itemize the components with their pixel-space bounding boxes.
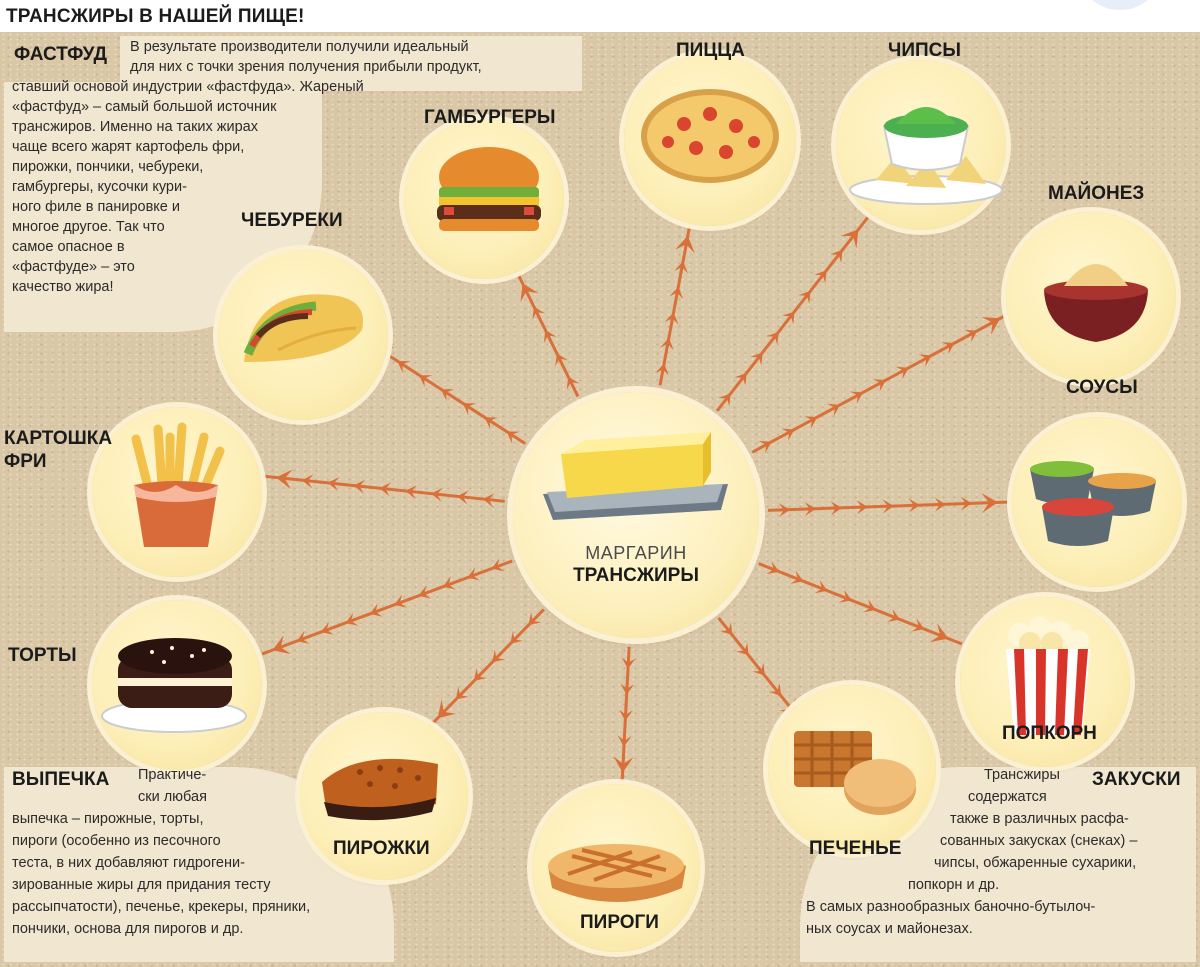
fastfood-line: качество жира! [12,279,114,295]
fastfood-heading: ФАСТФУД [14,44,108,65]
center-label-margarine: МАРГАРИН [585,543,687,563]
fastfood-line: «фастфуд» – самый большой источник [12,99,277,115]
cookies-icon [794,731,916,815]
node-chebureki [218,250,388,420]
label-fries-line2: ФРИ [4,451,47,472]
label-chebureki: ЧЕБУРЕКИ [241,210,343,231]
pastry-icon [322,758,438,821]
arrow-rays [261,211,1013,785]
baking-line: ски любая [138,789,207,805]
baking-line: Практиче- [138,767,207,783]
node-hamburgers [404,119,564,279]
fastfood-panel [120,36,582,91]
label-mayonnaise: МАЙОНЕЗ [1048,183,1145,204]
baking-heading: ВЫПЕЧКА [12,769,110,790]
snacks-line: содержатся [968,789,1047,805]
center-label-transfats: ТРАНСЖИРЫ [573,565,699,586]
hamburger-icon [437,147,541,231]
pizza-icon [641,89,779,183]
baking-line: рассыпчатости), печенье, крекеры, пряник… [12,899,311,915]
fastfood-line: для них с точки зрения получения прибыли… [130,59,482,75]
fastfood-line: пирожки, пончики, чебуреки, [12,159,204,175]
pie-icon [548,844,686,902]
fastfood-line: гамбургеры, кусочки кури- [12,179,187,195]
label-cookies: ПЕЧЕНЬЕ [809,838,902,859]
arrow-to-pizza [655,223,695,386]
baking-line: пироги (особенно из песочного [12,833,221,849]
snacks-line: также в различных расфа- [950,811,1129,827]
node-chips [836,60,1006,230]
fastfood-line: «фастфуде» – это [12,259,135,275]
label-pies: ПИРОГИ [580,912,659,933]
chips-icon [849,107,1003,205]
arrow-to-mayonnaise [751,310,1013,454]
mayonnaise-bowl-icon [1044,264,1148,342]
arrow-to-cakes [261,558,513,656]
fastfood-line: ставший основой индустрии «фастфуда». Жа… [12,79,364,95]
arrow-to-pastries [428,608,545,728]
label-fries-line1: КАРТОШКА [4,428,113,449]
label-cakes: ТОРТЫ [8,645,77,666]
label-hamburgers: ГАМБУРГЕРЫ [424,107,556,128]
baking-line: выпечка – пирожные, торты, [12,811,204,827]
arrow-to-fries [261,469,505,508]
snacks-line: попкорн и др. [908,877,1000,893]
fastfood-line: ного филе в панировке и [12,199,181,215]
corner-decoration [1080,0,1160,10]
snacks-line: В самых разнообразных баночно-бутылоч- [806,899,1096,915]
arrow-to-pies [613,646,636,785]
baking-line: зированные жиры для придания тесту [12,877,271,893]
node-mayonnaise [1006,212,1176,382]
sauces-icon [1030,461,1156,546]
node-pastries [300,712,468,880]
arrow-to-sauces [767,493,1011,517]
snacks-heading: ЗАКУСКИ [1092,769,1181,790]
node-cookies [768,685,936,853]
label-pizza: ПИЦЦА [676,40,745,61]
arrow-to-chips [715,211,874,412]
popcorn-icon [1006,617,1090,735]
node-pies [532,784,700,952]
taco-icon [243,294,363,362]
center-node-margarine: МАРГАРИН ТРАНСЖИРЫ [513,392,759,638]
fastfood-line: трансжиров. Именно на таких жирах [12,119,258,135]
snacks-line: чипсы, обжаренные сухарики, [934,855,1137,871]
label-chips: ЧИПСЫ [888,40,961,61]
fastfood-line: чаще всего жарят картофель фри, [12,139,245,155]
snacks-line: сованных закусках (снеках) – [940,833,1138,849]
infographic-board: МАРГАРИН ТРАНСЖИРЫ [0,32,1200,967]
node-popcorn [960,597,1130,767]
butter-icon [543,432,728,520]
fries-icon [131,422,225,547]
arrow-to-hamburgers [510,261,580,398]
baking-line: пончики, основа для пирогов и др. [12,921,244,937]
label-sauces: СОУСЫ [1066,377,1138,398]
snacks-line: Трансжиры [984,767,1060,783]
fastfood-line: В результате производители получили идеа… [130,39,469,55]
node-pizza [624,54,796,226]
arrow-to-popcorn [758,561,963,646]
label-pastries: ПИРОЖКИ [333,838,430,859]
page-title: ТРАНСЖИРЫ В НАШЕЙ ПИЩЕ! [6,6,305,27]
arrow-to-chebureki [373,344,526,445]
snacks-line: ных соусах и майонезах. [806,921,973,937]
fastfood-line: самое опасное в [12,239,125,255]
node-cakes [92,600,262,770]
node-fries [92,407,262,577]
label-popcorn: ПОПКОРН [1002,723,1097,744]
cake-icon [101,638,247,733]
node-sauces [1012,417,1182,587]
baking-line: теста, в них добавляют гидрогени- [12,855,245,871]
fastfood-line: многое другое. Так что [12,219,165,235]
